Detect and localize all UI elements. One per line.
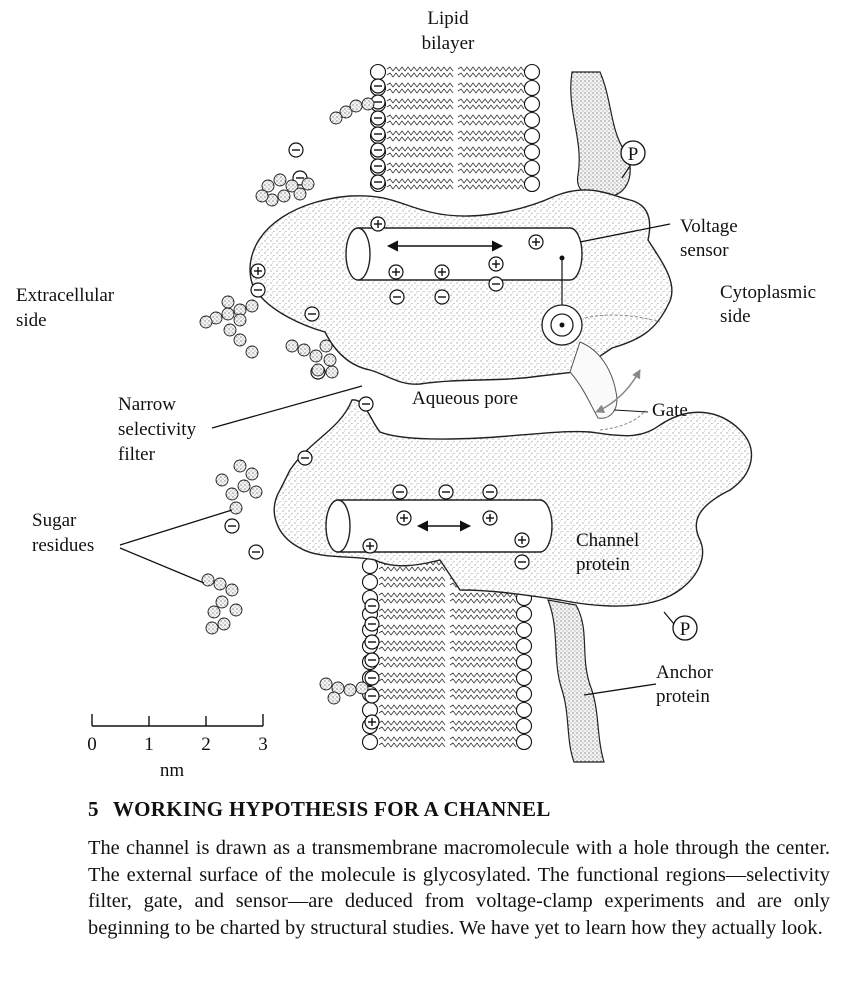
label-anchor-protein-1: Anchor [656, 662, 714, 683]
gate-outline-dotted [584, 314, 661, 431]
label-gate: Gate [652, 400, 688, 421]
scale-tick-2: 2 [201, 734, 211, 755]
voltage-sensor-leader [579, 223, 671, 243]
label-lipid-bilayer-2: bilayer [422, 33, 475, 54]
scale-unit: nm [160, 760, 185, 781]
label-selectivity-2: selectivity [118, 419, 197, 440]
label-extracellular-2: side [16, 310, 47, 331]
gate-pivot [541, 304, 583, 346]
figure-caption-title: 5 WORKING HYPOTHESIS FOR A CHANNEL [88, 797, 828, 822]
label-cytoplasmic-1: Cytoplasmic [720, 282, 816, 303]
voltage-sensor-cylinder-upper [345, 227, 583, 281]
scale-tick-3: 3 [258, 734, 268, 755]
label-channel-protein-1: Channel [576, 530, 639, 551]
anchor-protein-upper [570, 71, 631, 198]
voltage-sensor-cylinder-lower [325, 499, 553, 553]
label-channel-protein-2: protein [576, 554, 630, 575]
gate-motion-arrow [595, 369, 641, 413]
lipid-bilayer-upper [369, 63, 541, 193]
anchor-protein-leader [583, 683, 657, 696]
phosphate-upper: P [620, 140, 646, 179]
figure-title: WORKING HYPOTHESIS FOR A CHANNEL [112, 797, 551, 821]
scale-tick-1: 1 [144, 734, 154, 755]
label-selectivity-1: Narrow [118, 394, 176, 415]
selectivity-filter-leader [211, 385, 363, 429]
charge-markers [224, 78, 544, 730]
label-cytoplasmic-2: side [720, 306, 751, 327]
anchor-protein-lower [547, 599, 605, 763]
sugar-residue-clusters [199, 97, 375, 705]
label-sugar-1: Sugar [32, 510, 77, 531]
label-anchor-protein-2: protein [656, 686, 710, 707]
label-voltage-sensor-2: sensor [680, 240, 729, 261]
svg-text:P: P [680, 619, 691, 640]
channel-diagram: P P Lipid bilayer Voltage sensor Extrace… [16, 8, 816, 781]
gate-flap [569, 341, 618, 419]
sugar-leader-lower [119, 547, 205, 584]
label-selectivity-3: filter [118, 444, 156, 465]
gate-leader [613, 409, 649, 413]
svg-text:P: P [628, 144, 639, 165]
label-sugar-2: residues [32, 535, 94, 556]
figure-caption-body: The channel is drawn as a transmembrane … [88, 837, 830, 939]
scale-bar: 0 1 2 3 nm [87, 714, 268, 781]
figure-number: 5 [88, 797, 99, 821]
phosphate-lower: P [663, 611, 698, 641]
label-voltage-sensor-1: Voltage [680, 216, 738, 237]
scale-tick-0: 0 [87, 734, 97, 755]
label-extracellular-1: Extracellular [16, 285, 115, 306]
label-aqueous-pore: Aqueous pore [412, 388, 518, 409]
sugar-leader-upper [119, 509, 233, 546]
label-lipid-bilayer-1: Lipid [427, 8, 469, 29]
